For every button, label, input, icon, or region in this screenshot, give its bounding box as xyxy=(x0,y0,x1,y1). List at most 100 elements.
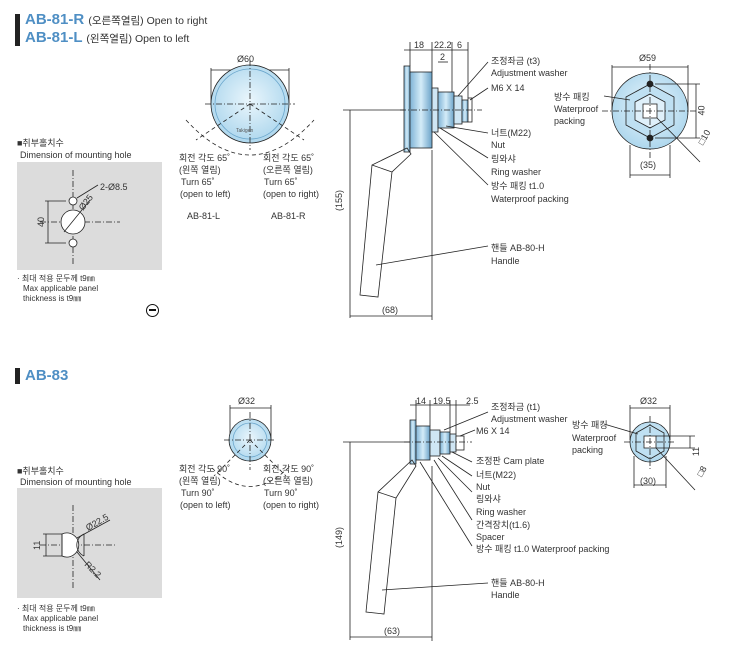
title-ab81-r: AB-81-R (오른쪽열림) Open to right xyxy=(25,11,208,28)
mount-note-ko: · 최대 적용 문두께 t9㎜ xyxy=(17,274,95,283)
side-handle-en: Handle xyxy=(491,256,520,266)
front-right-en2-83: (open to right) xyxy=(263,500,320,510)
rear-dia-label-83: Ø32 xyxy=(640,396,658,406)
rear-pack-ko-83: 방수 패킹 xyxy=(572,420,608,430)
side-pack-83: 방수 패킹 t1.0 Waterproof packing xyxy=(476,544,610,554)
minus-circle-icon xyxy=(146,304,159,317)
front-right-en2: (open to right) xyxy=(263,189,320,199)
dim-height-label: 40 xyxy=(36,217,46,227)
front-right-ko2: (오른쪽 열림) xyxy=(263,165,313,175)
front-left-ko1: 회전 각도 65˚ xyxy=(179,153,231,163)
side-nut-ko: 너트(M22) xyxy=(491,128,532,138)
front-right-ko2-83: (오른쪽 열림) xyxy=(263,476,313,486)
rear-pack-ko: 방수 패킹 xyxy=(554,92,590,102)
mounting-panel xyxy=(17,162,162,270)
rear-dia-label: Ø59 xyxy=(639,53,657,63)
side-spacer-en-83: Spacer xyxy=(476,532,505,542)
side-pack-ko: 방수 패킹 t1.0 xyxy=(491,181,545,191)
mount-note-ko-83: · 최대 적용 문두께 t9㎜ xyxy=(17,604,95,613)
side-dim-68: (68) xyxy=(382,305,399,315)
mount-hole-diagram-83 xyxy=(40,505,115,590)
front-left-en2: (open to left) xyxy=(180,189,231,199)
front-dia-label-83: Ø32 xyxy=(238,396,256,406)
rear-dim-11-83: 11 xyxy=(691,446,702,457)
side-ring-ko: 링와샤 xyxy=(491,154,516,164)
side-pack-en: Waterproof packing xyxy=(491,194,569,204)
title-ab83: AB-83 xyxy=(25,367,69,384)
rear-dim-30-83: (30) xyxy=(640,476,657,486)
front-right-en1-83: Turn 90˚ xyxy=(264,488,298,498)
mount-note-en2: thickness is t9㎜ xyxy=(23,294,82,303)
mount-heading-ko: ■취부홀치수 xyxy=(17,138,64,148)
front-right-ko1: 회전 각도 65˚ xyxy=(263,153,315,163)
side-handle-ko: 핸들 AB-80-H xyxy=(491,243,545,253)
rear-pack-en2: packing xyxy=(554,116,586,126)
side-dim-2: 2 xyxy=(440,52,446,62)
side-ring-ko-83: 링와샤 xyxy=(476,494,501,504)
rear-view-ab83 xyxy=(603,405,696,491)
front-dia-label: Ø60 xyxy=(237,54,255,64)
mount-note-en2-83: thickness is t9㎜ xyxy=(23,624,82,633)
mount-heading-en: Dimension of mounting hole xyxy=(20,150,132,160)
front-left-ko2: (왼쪽 열림) xyxy=(179,165,221,175)
mount-hole-diagram xyxy=(40,170,120,265)
front-left-ko2-83: (왼쪽 열림) xyxy=(179,476,221,486)
side-dim-14: 14 xyxy=(416,396,427,406)
side-dim-6: 6 xyxy=(457,40,463,50)
rear-pack-en1: Waterproof xyxy=(554,104,599,114)
mount-note-en1: Max applicable panel xyxy=(23,284,99,293)
front-left-en2-83: (open to left) xyxy=(180,500,231,510)
title-ab81-l: AB-81-L (왼쪽열림) Open to left xyxy=(25,29,190,46)
side-cam-83: 조정판 Cam plate xyxy=(476,456,545,466)
front-left-en1: Turn 65˚ xyxy=(181,177,215,187)
front-view-ab83 xyxy=(211,405,289,487)
side-ring-en: Ring washer xyxy=(491,167,542,177)
rear-pack-en1-83: Waterproof xyxy=(572,433,617,443)
mount-note-en1-83: Max applicable panel xyxy=(23,614,99,623)
mount-heading-ko-83: ■취부홀치수 xyxy=(17,466,64,476)
svg-text:Takigen: Takigen xyxy=(236,128,253,134)
side-dim-149: (149) xyxy=(334,526,345,549)
front-left-en1-83: Turn 90˚ xyxy=(181,488,215,498)
section-marker-ab81 xyxy=(15,14,20,46)
side-bolt-83: M6 X 14 xyxy=(476,426,510,436)
side-washer-en-83: Adjustment washer xyxy=(491,414,568,424)
rear-view-ab81 xyxy=(602,64,701,178)
side-dim-195: 19.5 xyxy=(433,396,451,406)
side-dim-25: 2.5 xyxy=(466,396,479,406)
dim-center-label: Ø25 xyxy=(77,193,95,213)
front-left-ko1-83: 회전 각도 90˚ xyxy=(179,464,231,474)
side-dim-63: (63) xyxy=(384,626,401,636)
section-marker-ab83 xyxy=(15,368,20,384)
mount-heading-en-83: Dimension of mounting hole xyxy=(20,477,132,487)
side-nut-ko-83: 너트(M22) xyxy=(476,470,517,480)
rear-dim-35: (35) xyxy=(640,160,657,170)
side-washer-ko: 조정좌금 (t3) xyxy=(491,56,541,66)
front-right-ko1-83: 회전 각도 90˚ xyxy=(263,464,315,474)
side-nut-en-83: Nut xyxy=(476,482,491,492)
front-view-ab81 xyxy=(185,60,315,156)
dim-11-label-83: 11 xyxy=(32,541,42,550)
side-washer-ko-83: 조정좌금 (t1) xyxy=(491,402,541,412)
side-bolt: M6 X 14 xyxy=(491,83,525,93)
dim-r-label-83: R2.2 xyxy=(83,559,104,580)
front-label-l: AB-81-L xyxy=(187,211,221,221)
side-ring-en-83: Ring washer xyxy=(476,507,527,517)
rear-pack-en2-83: packing xyxy=(572,445,604,455)
side-handle-en-83: Handle xyxy=(491,590,520,600)
front-right-en1: Turn 65˚ xyxy=(264,177,298,187)
side-nut-en: Nut xyxy=(491,140,506,150)
dim-hole-label: 2-Ø8.5 xyxy=(100,182,128,192)
front-label-r: AB-81-R xyxy=(271,211,306,221)
dim-dia-label-83: Ø22.5 xyxy=(84,512,110,533)
side-view-ab83 xyxy=(343,400,489,641)
rear-dim-40: 40 xyxy=(696,105,707,116)
side-spacer-ko-83: 간격장치(t1.6) xyxy=(476,520,531,530)
side-dim-155: (155) xyxy=(334,189,345,212)
side-dim-22: 22.2 xyxy=(434,40,452,50)
mounting-panel-83 xyxy=(17,488,162,598)
side-view-ab81 xyxy=(343,42,489,320)
side-washer-en: Adjustment washer xyxy=(491,68,568,78)
side-handle-ko-83: 핸들 AB-80-H xyxy=(491,578,545,588)
